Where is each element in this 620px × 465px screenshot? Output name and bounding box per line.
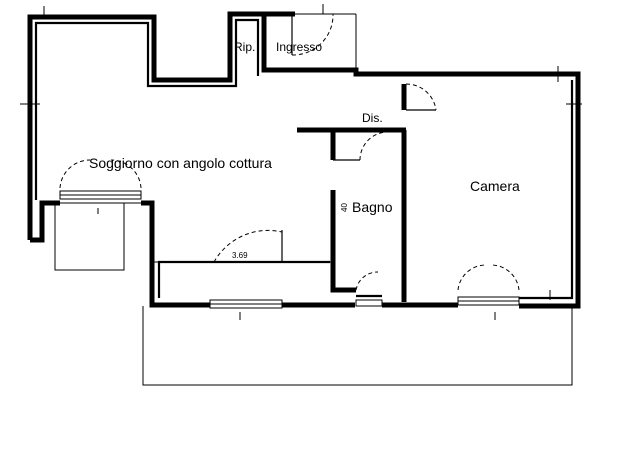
room-label-ripostiglio: Rip. xyxy=(234,40,255,54)
left-balcony xyxy=(41,202,141,271)
dimension-label-living: 3.69 xyxy=(232,251,248,260)
room-label-soggiorno: Soggiorno con angolo cottura xyxy=(89,155,272,171)
room-label-ingresso: Ingresso xyxy=(276,40,322,54)
dimension-3-69 xyxy=(151,258,334,266)
dimension-label-bagno: 40 xyxy=(340,203,349,212)
storage-walls xyxy=(262,11,295,70)
doors xyxy=(59,13,520,291)
wall-markers xyxy=(20,4,582,320)
room-label-bagno: Bagno xyxy=(352,199,393,215)
window-bagno xyxy=(355,299,383,307)
interior-walls xyxy=(297,84,407,302)
room-label-camera: Camera xyxy=(470,178,520,194)
terrace-outline xyxy=(142,306,573,386)
room-label-disimpegno: Dis. xyxy=(362,111,383,125)
windows xyxy=(59,190,520,309)
